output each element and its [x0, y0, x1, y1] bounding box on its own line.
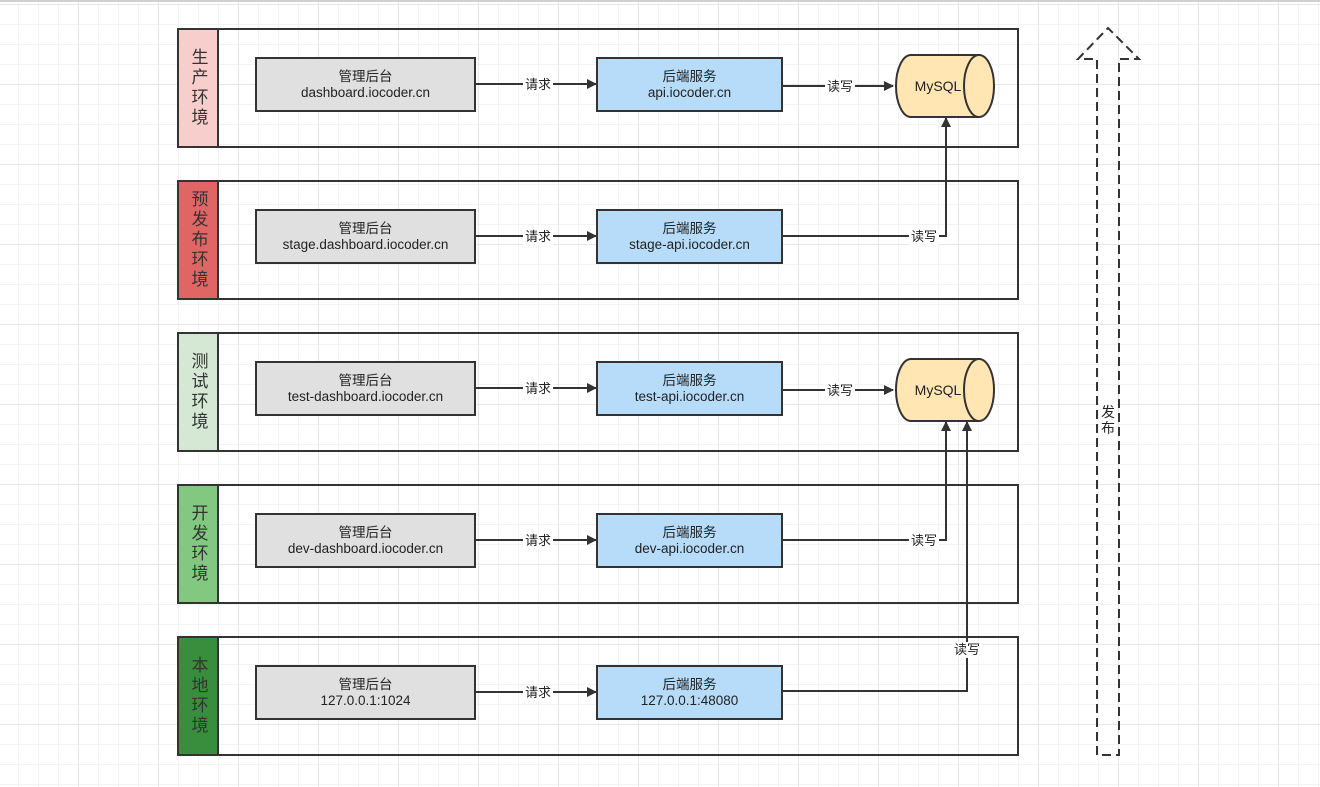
rw-label: 读写 [909, 533, 940, 549]
rw-connector [783, 421, 951, 541]
backend-url: test-api.iocoder.cn [634, 388, 745, 404]
rw-connector [783, 117, 951, 237]
database-icon [895, 358, 995, 422]
env-test: 测试环境 [177, 332, 1019, 452]
database-label: MySQL [914, 382, 962, 398]
backend-url: dev-api.iocoder.cn [634, 540, 745, 556]
env-label-dev: 开发环境 [179, 486, 219, 602]
backend-url: stage-api.iocoder.cn [629, 236, 750, 252]
request-label: 请求 [523, 229, 554, 245]
env-label-staging: 预发布环境 [179, 182, 219, 298]
backend-title: 后端服务 [662, 372, 717, 388]
admin-box-production: 管理后台 dashboard.iocoder.cn [255, 57, 476, 112]
backend-box-local: 后端服务 127.0.0.1:48080 [596, 665, 783, 720]
admin-title: 管理后台 [338, 220, 393, 236]
database-label: MySQL [914, 78, 962, 94]
publish-label: 发布 [1099, 404, 1117, 436]
admin-url: 127.0.0.1:1024 [320, 692, 411, 708]
admin-title: 管理后台 [338, 676, 393, 692]
admin-url: test-dashboard.iocoder.cn [287, 388, 444, 404]
admin-box-test: 管理后台 test-dashboard.iocoder.cn [255, 361, 476, 416]
rw-label: 读写 [909, 229, 940, 245]
request-label: 请求 [523, 533, 554, 549]
env-label-test: 测试环境 [179, 334, 219, 450]
admin-box-dev: 管理后台 dev-dashboard.iocoder.cn [255, 513, 476, 568]
backend-title: 后端服务 [662, 68, 717, 84]
rw-label: 读写 [952, 642, 983, 658]
admin-url: stage.dashboard.iocoder.cn [282, 236, 449, 252]
admin-title: 管理后台 [338, 372, 393, 388]
env-label-local: 本地环境 [179, 638, 219, 754]
rw-label: 读写 [825, 383, 856, 399]
backend-title: 后端服务 [662, 524, 717, 540]
env-dev: 开发环境 [177, 484, 1019, 604]
backend-box-dev: 后端服务 dev-api.iocoder.cn [596, 513, 783, 568]
top-border [0, 0, 1320, 2]
env-local: 本地环境 [177, 636, 1019, 756]
admin-box-staging: 管理后台 stage.dashboard.iocoder.cn [255, 209, 476, 264]
admin-box-local: 管理后台 127.0.0.1:1024 [255, 665, 476, 720]
env-staging: 预发布环境 [177, 180, 1019, 300]
admin-title: 管理后台 [338, 68, 393, 84]
backend-title: 后端服务 [662, 220, 717, 236]
rw-label: 读写 [825, 79, 856, 95]
env-production: 生产环境 [177, 28, 1019, 148]
mysql-database-test: MySQL [893, 358, 997, 422]
backend-url: api.iocoder.cn [647, 84, 732, 100]
backend-box-production: 后端服务 api.iocoder.cn [596, 57, 783, 112]
database-icon [895, 54, 995, 118]
backend-box-test: 后端服务 test-api.iocoder.cn [596, 361, 783, 416]
backend-box-staging: 后端服务 stage-api.iocoder.cn [596, 209, 783, 264]
admin-title: 管理后台 [338, 524, 393, 540]
admin-url: dashboard.iocoder.cn [300, 84, 431, 100]
admin-url: dev-dashboard.iocoder.cn [287, 540, 444, 556]
env-label-production: 生产环境 [179, 30, 219, 146]
backend-url: 127.0.0.1:48080 [640, 692, 739, 708]
request-label: 请求 [523, 77, 554, 93]
request-label: 请求 [523, 381, 554, 397]
rw-connector [783, 421, 972, 692]
request-label: 请求 [523, 685, 554, 701]
publish-arrow [1075, 26, 1142, 756]
mysql-database-production: MySQL [893, 54, 997, 118]
backend-title: 后端服务 [662, 676, 717, 692]
